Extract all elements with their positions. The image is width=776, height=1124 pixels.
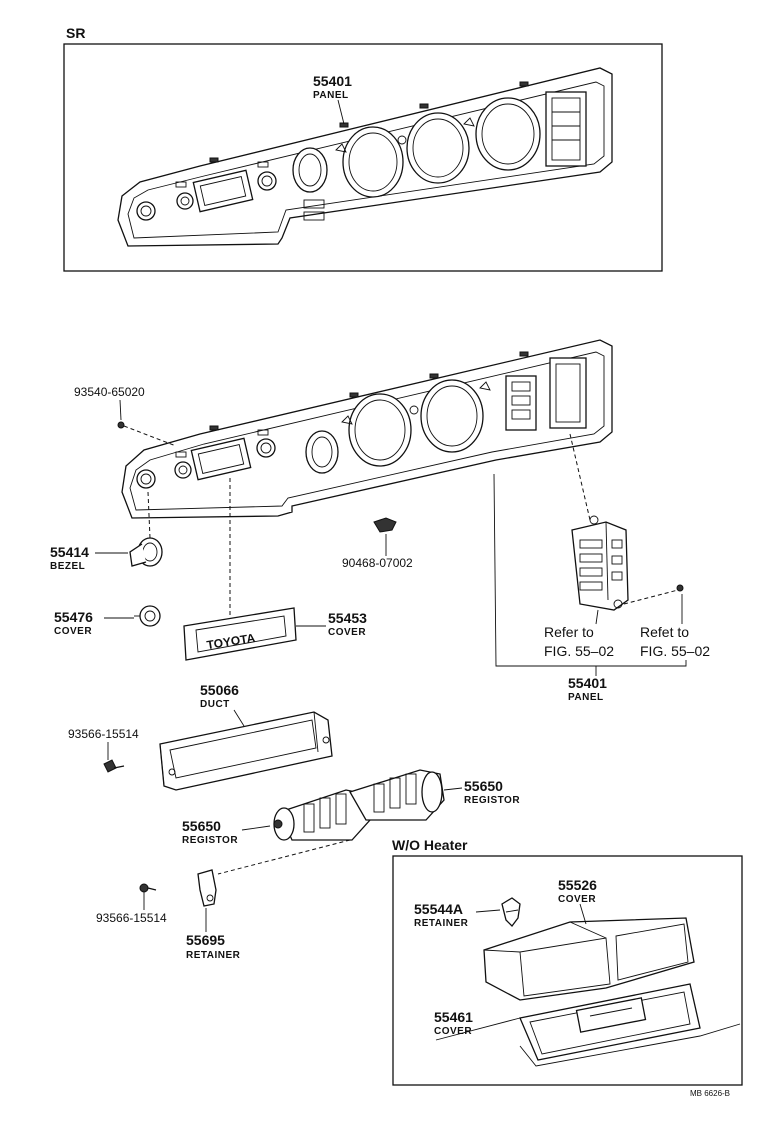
sr-frame <box>63 43 663 272</box>
label-55650-left-name: REGISTOR <box>182 835 238 846</box>
cover-55453: TOYOTA <box>183 607 297 661</box>
label-55453-number: 55453 <box>328 610 367 626</box>
label-55526-name: COVER <box>558 894 596 905</box>
sr-instrument-panel <box>117 67 613 247</box>
screw-93540 <box>117 421 177 447</box>
cover-55461 <box>435 983 741 1067</box>
label-55544a-number: 55544A <box>414 901 463 917</box>
label-93566-b-number: 93566-15514 <box>96 911 167 925</box>
screw-93566-b <box>139 883 157 893</box>
wo-heater-section: W/O Heater 55526 COVER 55544A RETAINER 5… <box>392 837 743 1086</box>
label-55401-mid-name: PANEL <box>568 692 604 703</box>
cover-55526 <box>483 917 695 1001</box>
refer-left-line2: FIG. 55–02 <box>544 643 614 659</box>
refer-right-line2: FIG. 55–02 <box>640 643 710 659</box>
label-55453-name: COVER <box>328 627 366 638</box>
cover-55476 <box>134 605 161 627</box>
label-55526-number: 55526 <box>558 877 597 893</box>
label-55544a-name: RETAINER <box>414 918 469 929</box>
wo-heater-title: W/O Heater <box>392 837 468 853</box>
label-55066-name: DUCT <box>200 699 230 710</box>
wo-heater-frame <box>392 855 743 1086</box>
main-instrument-panel <box>121 339 613 519</box>
registor-55650-right <box>349 769 445 821</box>
label-55414-number: 55414 <box>50 544 89 560</box>
label-90468-number: 90468-07002 <box>342 556 413 570</box>
sr-section: SR <box>63 25 663 272</box>
label-55695-name: RETAINER <box>186 950 241 961</box>
label-93566-a-number: 93566-15514 <box>68 727 139 741</box>
label-55401-mid-number: 55401 <box>568 675 607 691</box>
label-55401-top-name: PANEL <box>313 90 349 101</box>
label-55414-name: BEZEL <box>50 561 85 572</box>
label-55401-top-number: 55401 <box>313 73 352 89</box>
label-55461-name: COVER <box>434 1026 472 1037</box>
duct-55066 <box>159 711 333 791</box>
bezel-55414 <box>129 537 163 567</box>
retainer-55544a <box>501 897 521 927</box>
label-55695-number: 55695 <box>186 932 225 948</box>
refer-left-line1: Refer to <box>544 624 594 640</box>
label-93540-number: 93540-65020 <box>74 385 145 399</box>
label-55066-number: 55066 <box>200 682 239 698</box>
refer-right-line1: Refet to <box>640 624 689 640</box>
side-registor-assembly <box>571 515 629 611</box>
clip-90468 <box>373 517 397 533</box>
label-55476-name: COVER <box>54 626 92 637</box>
retainer-55695 <box>197 869 217 907</box>
label-55650-right-name: REGISTOR <box>464 795 520 806</box>
label-55461-number: 55461 <box>434 1009 473 1025</box>
label-55476-number: 55476 <box>54 609 93 625</box>
sr-section-title: SR <box>66 25 85 41</box>
label-55650-left-number: 55650 <box>182 818 221 834</box>
registor-55650-left <box>273 789 371 841</box>
drawing-code: MB 6626-B <box>690 1089 730 1098</box>
label-55650-right-number: 55650 <box>464 778 503 794</box>
screw-93566-a <box>103 759 125 773</box>
